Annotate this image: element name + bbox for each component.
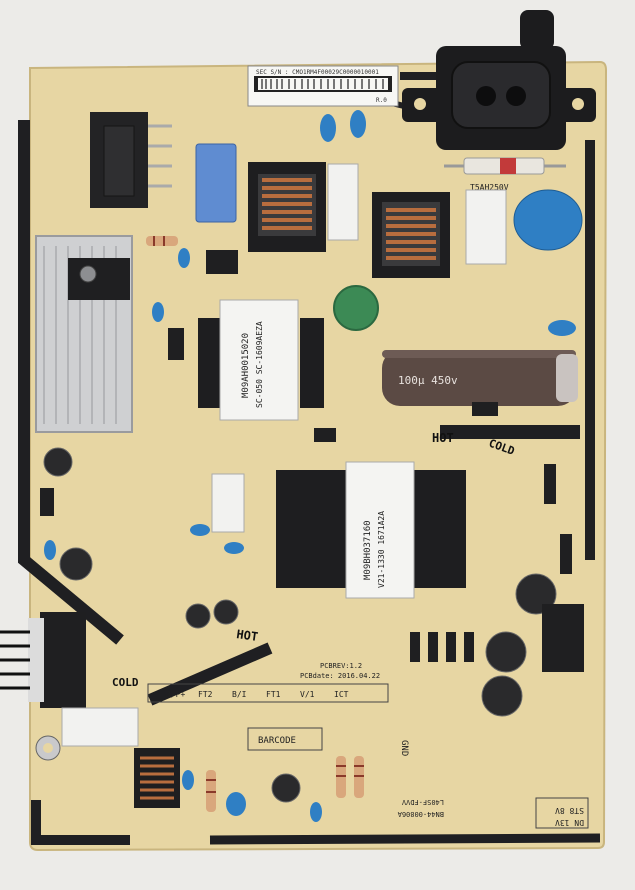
- ic-2: [314, 428, 336, 442]
- board-id: BN44-00806A: [397, 810, 444, 818]
- main-transformer-text: M09AH0015020: [241, 333, 251, 398]
- model-text: ST8 8V: [555, 806, 584, 815]
- white-component-bottom: [61, 707, 139, 747]
- blue-cap-k: [310, 802, 322, 822]
- fuse-label: T5AH250V: [470, 183, 509, 192]
- electrolytic-cap-8: [271, 773, 301, 803]
- varistor: [513, 189, 583, 251]
- barcode-box: BARCODE: [247, 727, 323, 751]
- main-transformer: M09AH0015020 SC-050 SC-1609AEZA: [198, 299, 324, 421]
- output-transformer-text: M09BH037160: [363, 520, 373, 580]
- label-ict: ICT: [334, 690, 349, 699]
- model-box: ST8 8V DN 13V: [535, 797, 589, 829]
- electrolytic-cap-2: [59, 547, 93, 581]
- label-bi: B/I: [232, 690, 247, 699]
- output-transformer-text-2: V21-1330 1671A2A: [377, 511, 386, 588]
- blue-cap-b: [350, 110, 366, 138]
- film-capacitor-2: [465, 189, 507, 265]
- model-text-2: DN 13V: [555, 818, 584, 827]
- electrolytic-cap-1: [43, 447, 73, 477]
- electrolytic-cap-3: [185, 603, 211, 629]
- pcb-board: [29, 60, 608, 852]
- thermistor: [333, 285, 379, 331]
- choke-coil-2: [372, 192, 450, 278]
- blue-cap-c: [178, 248, 190, 268]
- blue-cap-g: [190, 524, 210, 536]
- serial-label: SEC S/N : CMO1RM4F00029C0000010001 R.0: [247, 65, 399, 107]
- left-connector: [0, 612, 86, 708]
- blue-cap-j: [182, 770, 194, 790]
- trace-diagonal: [147, 642, 273, 706]
- bulk-capacitor: 100μ 450v: [382, 350, 578, 406]
- blue-cap-h: [224, 542, 244, 554]
- bridge-rectifier: [90, 112, 172, 208]
- pcb-rev: PCBREV:1.2: [320, 662, 362, 670]
- revision-text: R.0: [376, 97, 387, 104]
- main-transformer-text-2: SC-050 SC-1609AEZA: [255, 321, 264, 408]
- blue-cap-e: [548, 320, 576, 336]
- heatsink: [35, 235, 133, 433]
- cold-label-lower: COLD: [112, 676, 139, 689]
- electrolytic-cap-6: [485, 631, 527, 673]
- x-capacitor-blue: [195, 143, 237, 223]
- blue-cap-i: [226, 792, 246, 816]
- ic-3: [40, 488, 54, 516]
- ic-1: [206, 250, 238, 274]
- right-connector: [542, 604, 584, 672]
- serial-text: SEC S/N : CMO1RM4F00029C0000010001: [256, 69, 379, 76]
- blue-cap-d: [152, 302, 164, 322]
- blue-cap-f: [44, 540, 56, 560]
- trace-bottom: [209, 833, 601, 845]
- electrolytic-cap-7: [481, 675, 523, 717]
- label-v1: V/1: [300, 690, 315, 699]
- film-capacitor-1: [327, 163, 359, 241]
- ic-4: [472, 402, 498, 416]
- trace-bottom-left: [31, 800, 130, 845]
- hot-label-lower: HOT: [236, 627, 259, 644]
- label-ft2: FT2: [198, 690, 213, 699]
- pcb-date: PCBdate: 2016.04.22: [300, 672, 380, 680]
- choke-coil-1: [248, 162, 326, 252]
- label-3p: 3/P+: [166, 690, 185, 699]
- electrolytic-cap-4: [213, 599, 239, 625]
- ac-power-socket: [402, 10, 596, 150]
- transistor-1: [168, 328, 184, 360]
- bulk-capacitor-text: 100μ 450v: [398, 374, 458, 387]
- blue-cap-a: [320, 114, 336, 142]
- fuse: T5AH250V: [444, 157, 566, 192]
- small-coil: [134, 748, 180, 808]
- white-component-mid: [211, 473, 245, 533]
- barcode-text: BARCODE: [258, 736, 296, 746]
- part-number: L40SF-FDVV: [401, 798, 444, 806]
- connector-label-row: 3/P+ FT2 B/I FT1 V/1 ICT: [147, 683, 389, 703]
- diodes: [410, 464, 572, 662]
- label-ft1: FT1: [266, 690, 281, 699]
- resistors: [146, 236, 364, 812]
- output-transformer: M09BH037160 V21-1330 1671A2A: [276, 461, 466, 599]
- trace-left: [18, 120, 124, 645]
- hot-label-upper: HOT: [432, 431, 454, 445]
- gnd-label: GND: [399, 740, 409, 756]
